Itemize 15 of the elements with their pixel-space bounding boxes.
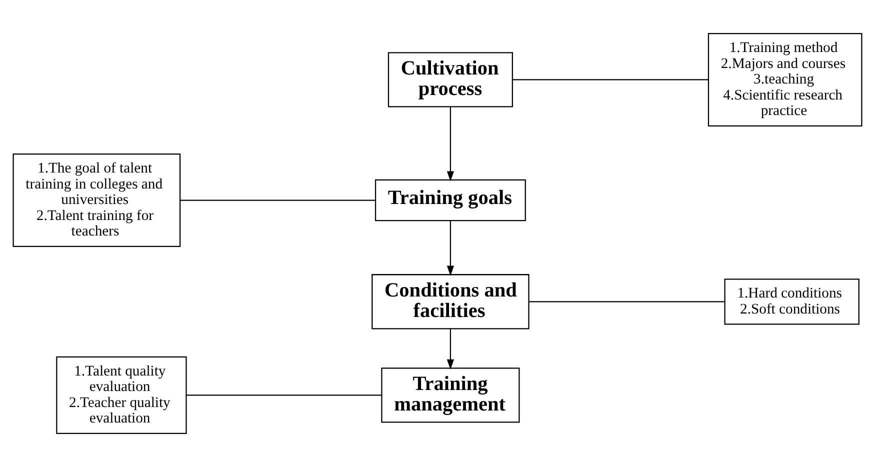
arrow	[446, 106, 454, 181]
node-box: 1.Talent quality evaluation 2.Teacher quality evaluation	[56, 356, 187, 434]
node-box: 1.The goal of talent training in colleges and universities 2.Talent training for teachers	[12, 153, 181, 247]
connector	[512, 78, 708, 80]
arrow	[446, 220, 454, 276]
node-box: 1.Hard conditions 2.Soft conditions	[724, 278, 860, 324]
connector	[186, 394, 382, 396]
node-box: Conditions and facilities	[372, 274, 530, 329]
connector	[528, 300, 724, 302]
connector	[180, 199, 376, 200]
arrow	[446, 328, 454, 370]
node-box: Cultivation process	[388, 52, 513, 107]
node-box: Training management	[381, 367, 520, 422]
node-box: Training goals	[374, 178, 526, 221]
node-box: 1.Training method 2.Majors and courses 3.teaching 4.Scientific research practice	[708, 32, 862, 126]
